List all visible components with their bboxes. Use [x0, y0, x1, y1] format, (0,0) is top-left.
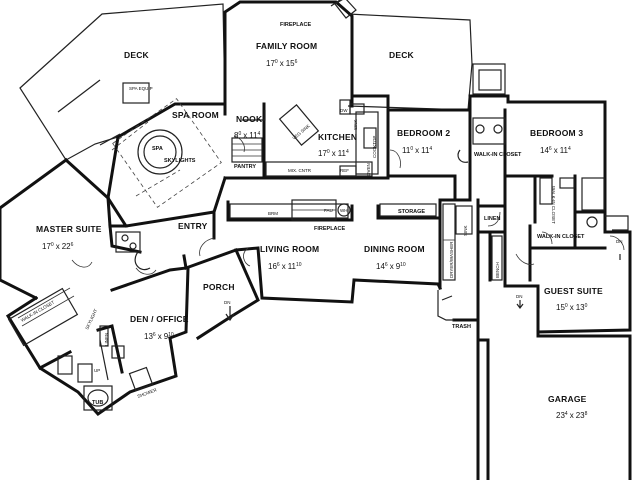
- nook-label: NOOK: [236, 114, 263, 124]
- master-suite-label: MASTER SUITE: [36, 224, 102, 234]
- skylights-label: SKYLIGHTS: [164, 158, 196, 164]
- entry-label: ENTRY: [178, 221, 208, 231]
- wh-label: WH: [340, 208, 348, 213]
- deck-left-label: DECK: [124, 50, 150, 60]
- bath-fixtures-upper: [457, 63, 506, 163]
- sink-label: SINK: [353, 119, 358, 130]
- walkin-closet2-label: WALK-IN CLOSET: [537, 234, 585, 240]
- dn-arrows: [225, 254, 621, 322]
- up-label: UP: [94, 368, 100, 373]
- skylight-master-label: SKYLIGHT: [84, 308, 98, 331]
- fireplace-lr-label: FIREPLACE: [314, 226, 346, 232]
- main-walls: [0, 94, 632, 480]
- family-room-label: FAMILY ROOM: [256, 41, 317, 51]
- spa-equip-label: SPA EQUIP: [129, 86, 153, 91]
- living-room-label: LIVING ROOM: [260, 244, 319, 254]
- den-office-label: DEN / OFFICE: [130, 314, 189, 324]
- dn-right-label: DN: [616, 239, 623, 244]
- master-bath-fixtures: [7, 287, 154, 411]
- brm-label: BRM: [268, 211, 278, 216]
- dryer-label: DRYER/WASHER: [449, 241, 454, 278]
- spa-equip-box: [122, 82, 150, 104]
- walkin-closet-v-label: WALK-IN CLOSET: [551, 186, 556, 224]
- family-room-walls: [223, 0, 357, 108]
- cooktop-label: COOKTOP: [372, 136, 377, 158]
- bench-label: BENCH: [495, 262, 500, 278]
- dn-porch-label: DN: [224, 300, 231, 305]
- bench-fixture: [491, 235, 503, 281]
- linen-hall-label: LINEN: [484, 216, 501, 222]
- porch-label: PORCH: [203, 282, 235, 292]
- veg-sink-label: VEG SINK: [291, 123, 311, 140]
- guest-suite-label: GUEST SUITE: [544, 286, 603, 296]
- bedroom2-label: BEDROOM 2: [397, 128, 450, 138]
- kitchen-fixtures: [242, 99, 379, 177]
- sink-hall-label: SINK: [463, 225, 468, 236]
- fau-label: FAU: [324, 208, 333, 213]
- dining-room-label: DINING ROOM: [364, 244, 425, 254]
- deck-right-label: DECK: [389, 50, 415, 60]
- hall-bath-fixtures: [539, 177, 629, 231]
- spa-room-label: SPA ROOM: [172, 110, 219, 120]
- linen-master-label: LINEN: [104, 333, 109, 346]
- dw-label: DW: [340, 108, 348, 113]
- walkin-closet-label: WALK-IN CLOSET: [474, 152, 522, 158]
- tub-label: TUB: [92, 400, 103, 406]
- spa-label: SPA: [152, 146, 163, 152]
- door-swings: [71, 135, 625, 275]
- pantry-box: [231, 137, 263, 163]
- spa-fixtures: [111, 98, 222, 208]
- kitchen-label: KITCHEN: [318, 132, 357, 142]
- ref-label: REF: [340, 168, 349, 173]
- fireplace-top-label: FIREPLACE: [280, 22, 312, 28]
- oven-label: OVEN: [366, 163, 371, 176]
- bedroom3-label: BEDROOM 3: [530, 128, 583, 138]
- mix-cntr-label: MIX. CNTR: [288, 168, 312, 173]
- dryer-washer: [442, 203, 473, 281]
- trash-label: TRASH: [452, 324, 471, 330]
- pantry-label: PANTRY: [234, 164, 256, 170]
- storage-label: STORAGE: [398, 209, 425, 215]
- trash-enclosure: [437, 290, 454, 321]
- shower-label: SHOWER: [137, 387, 158, 399]
- master-wc-fixtures: [115, 231, 151, 271]
- living-fixtures: [229, 199, 437, 221]
- deck-left-outline: [19, 3, 226, 161]
- garage-label: GARAGE: [548, 394, 587, 404]
- dn-mid-label: DN: [516, 294, 523, 299]
